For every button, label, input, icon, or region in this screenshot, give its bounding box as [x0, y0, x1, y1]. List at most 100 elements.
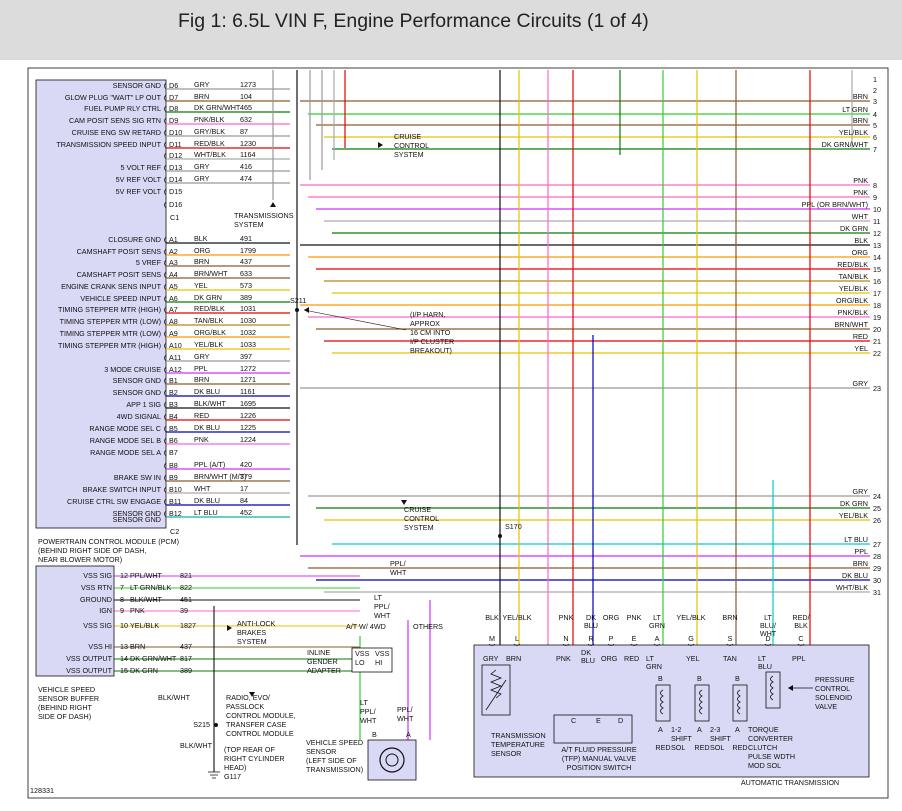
pcm-pin-label: TIMING STEPPER MTR (LOW): [60, 317, 161, 326]
pcm-pin-number: A8: [169, 317, 178, 326]
right-wire-label: YEL/BLK: [839, 284, 868, 293]
pointer-arrow-icon: [249, 692, 255, 697]
vss-buffer-label: (BEHIND RIGHT: [38, 703, 93, 712]
pcm-circuit-number: 420: [240, 460, 252, 469]
trans-wire-color: BLK: [485, 613, 499, 622]
wire-color-label: PPL/: [360, 707, 376, 716]
pcm-wire-color: BLK: [194, 234, 208, 243]
pcm-circuit-number: 1164: [240, 150, 255, 159]
solenoid-pin: B: [658, 674, 663, 683]
pin-bracket: [164, 295, 167, 303]
pin-bracket: [797, 643, 805, 646]
right-wire-number: 3: [873, 97, 877, 106]
pin-bracket: [164, 141, 167, 149]
anti-lock-label: SYSTEM: [237, 637, 267, 646]
solenoid-label: SHIFT: [710, 734, 731, 743]
pcm-wire-color: GRY: [194, 80, 210, 89]
pin-bracket: [164, 425, 167, 433]
pcm-wire-color: BRN/WHT (M/T): [194, 472, 247, 481]
pcm-wire-color: RED/BLK: [194, 304, 225, 313]
trans-wire-color: BLU/: [760, 621, 776, 630]
others-label: OTHERS: [413, 622, 443, 631]
pcm-pin-label: CAM POSIT SENS SIG RTN: [69, 116, 161, 125]
inner-wire-label: LT: [646, 654, 654, 663]
ground-g117-label: RIGHT CYLINDER: [224, 754, 285, 763]
pcm-pin-label: TIMING STEPPER MTR (HIGH): [58, 341, 161, 350]
pcm-pin-number: A1: [169, 235, 178, 244]
pcm-pin-label: CRUISE CTRL SW ENGAGE: [67, 497, 161, 506]
radio-module-label: RADIO, EVO/: [226, 693, 270, 702]
pcm-pin-label: FUEL PUMP RLY CTRL: [84, 104, 161, 113]
right-wire-label: TAN/BLK: [839, 272, 869, 281]
red-wire-label: RED: [732, 743, 747, 752]
pcm-circuit-number: 416: [240, 162, 252, 171]
pcm-wire-color: BRN/WHT: [194, 269, 228, 278]
vss-buffer-pin-number: 8: [120, 595, 124, 604]
solenoid-box: [694, 684, 710, 722]
trans-wire-color: WHT: [760, 629, 777, 638]
trans-wire-color: YEL/BLK: [502, 613, 531, 622]
right-wire-number: 18: [873, 301, 881, 310]
wire-color-label: PPL/: [374, 602, 390, 611]
pcm-wire-color: DK BLU: [194, 423, 220, 432]
pcm-pin-number: D16: [169, 200, 182, 209]
vss-gear-hub-icon: [385, 753, 399, 767]
figure-code: 128331: [30, 786, 54, 795]
resistor-icon: [489, 669, 503, 699]
wire-color-label: LT: [360, 698, 368, 707]
inner-wire-label: LT: [758, 654, 766, 663]
blk-wht-label: BLK/WHT: [180, 741, 213, 750]
pointer-arrow-icon: [304, 307, 309, 313]
right-wire-label: BLK: [854, 236, 868, 245]
right-wire-number: 1: [873, 75, 877, 84]
pointer-arrow-icon: [401, 500, 407, 505]
pcm-wire-color: ORG: [194, 246, 211, 255]
right-wire-number: 8: [873, 181, 877, 190]
pcm-module-label: POWERTRAIN CONTROL MODULE (PCM): [38, 537, 179, 546]
pcm-pin-label: 4WD SIGNAL: [117, 412, 161, 421]
annotations: CRUISECONTROLSYSTEMCRUISECONTROLSYSTEMTR…: [30, 132, 522, 795]
pcm-pin-label: 5 VOLT REF: [121, 163, 162, 172]
right-wire-number: 25: [873, 504, 881, 513]
pcm-wire-color: BRN: [194, 257, 209, 266]
right-wire-label: GRY: [853, 379, 869, 388]
solenoid-pin: A: [658, 725, 663, 734]
temp-sensor-label: SENSOR: [491, 749, 521, 758]
pcm-circuit-number: 389: [240, 293, 252, 302]
trans-pin-letter: S: [728, 634, 733, 643]
tfp-pin: D: [618, 716, 623, 725]
pin-bracket: [164, 117, 167, 125]
right-wire-number: 30: [873, 576, 881, 585]
at-4wd-label: A/T W/ 4WD: [346, 622, 386, 631]
vss-buffer-wire-color: PNK: [130, 606, 145, 615]
pcm-pin-label: RANGE MODE SEL A: [90, 448, 161, 457]
pcm-circuit-number: 437: [240, 257, 252, 266]
right-wire-label: DK BLU: [842, 571, 868, 580]
ip-harness-note: APPROX: [410, 319, 440, 328]
cruise-control-label: SYSTEM: [404, 523, 434, 532]
pcm-pin-number: D10: [169, 128, 182, 137]
pcs-label: PRESSURE: [815, 675, 855, 684]
pcm-pin-label: CAMSHAFT POSIT SENS: [77, 247, 162, 256]
pin-bracket: [164, 449, 167, 457]
right-wire-label: PNK: [853, 176, 868, 185]
pin-bracket: [164, 129, 167, 137]
vss-buffer-wire-color: YEL/BLK: [130, 621, 159, 630]
pcm-pin-number: D6: [169, 81, 178, 90]
right-wire-number: 16: [873, 277, 881, 286]
tfp-switch-label: POSITION SWITCH: [567, 763, 632, 772]
pin-bracket: [164, 94, 167, 102]
transmissions-label: SYSTEM: [234, 220, 264, 229]
pcm-wire-color: TAN/BLK: [194, 316, 224, 325]
vss-pin-a: A: [406, 730, 411, 739]
right-wire-label: BRN: [853, 116, 868, 125]
splice-dot: [498, 534, 502, 538]
right-wire-number: 19: [873, 313, 881, 322]
right-wire-number: 14: [873, 253, 881, 262]
right-wire-number: 10: [873, 205, 881, 214]
right-wire-number: 31: [873, 588, 881, 597]
trans-pin-letter: D: [765, 634, 770, 643]
vss-lo-label: VSS: [355, 649, 370, 658]
